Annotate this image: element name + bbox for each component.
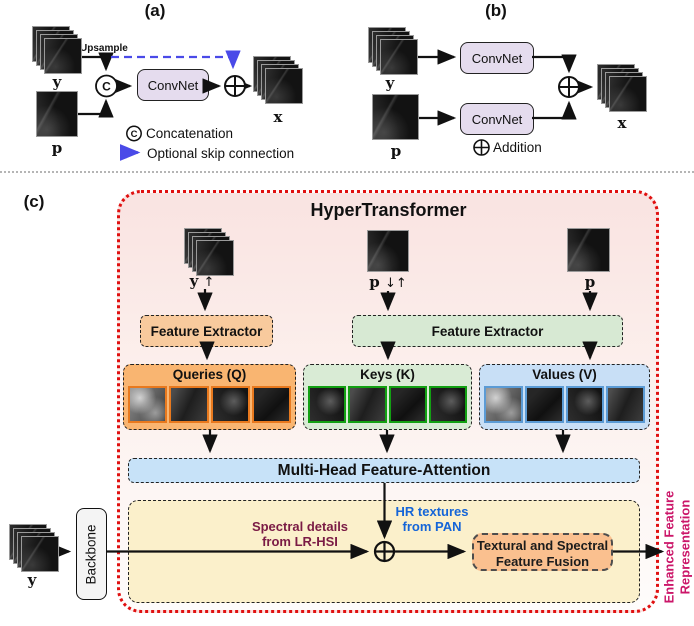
panel-a-title: (a) [144,1,166,20]
hsi-input-label-a: y [52,73,62,91]
values-box: Values (V) [479,364,650,430]
concat-node [95,74,118,98]
feature-map-tile [210,386,250,423]
values-label: Values (V) [532,367,597,382]
spectral-note-line2: from LR-HSI [262,534,338,549]
hr-note-line2: from PAN [402,519,462,534]
arrow-y-to-concat [82,52,114,72]
y-symbol: y [189,272,199,290]
downup-pan-label: p ↓↑ [358,273,418,291]
queries-box: Queries (Q) [123,364,296,430]
spectral-note-line1: Spectral details [251,519,349,534]
output-label-b: x [617,114,627,132]
legend-skip-arrow-icon [119,144,141,161]
skip-connection-dashed [111,50,241,70]
feature-map-tile [128,386,168,423]
legend-concat-icon [126,125,142,142]
pan-input-label-a: p [51,139,63,157]
panel-divider [0,171,694,173]
hsi-input-stack-c [9,524,59,572]
addition-node-a [224,75,246,97]
feature-map-tile [565,386,605,423]
downup-pan-image [367,230,409,272]
feature-extractor-hsi: Feature Extractor [140,315,273,347]
feature-map-tile [484,386,523,423]
p-symbol: p [369,273,380,291]
feature-map-tile [251,386,291,423]
spectral-note: Spectral details from LR-HSI [228,519,372,549]
addition-node-b [558,76,580,98]
hr-textures-note: HR textures from PAN [389,504,475,534]
upsample-label: Upsample [80,43,128,54]
feature-map-tile [428,386,467,423]
feature-map-tile [524,386,564,423]
legend-addition-icon [473,139,490,156]
convnet-box-a: ConvNet [137,69,209,101]
backbone-box: Backbone [76,508,107,600]
pan-input-label-b: p [390,142,402,160]
queries-feature-maps [128,386,291,423]
fusion-line1: Textural and Spectral [476,538,609,553]
feature-map-tile [388,386,427,423]
legend-addition: Addition [493,140,542,155]
hsi-input-stack-a [32,26,82,74]
legend-concatenation: Concatenation [146,126,234,141]
queries-label: Queries (Q) [172,367,247,382]
concat-node-symbol: C [102,80,111,94]
hr-note-line1: HR textures [395,504,469,519]
output-stack-a [253,56,303,104]
legend-concat-symbol: C [131,129,138,140]
pan-image-c [567,228,610,272]
enhanced-feature-note: Enhanced Feature Representation [662,482,694,613]
panel-b-title: (b) [485,1,507,20]
arrow-convnet-top-to-add [532,54,577,74]
backbone-label: Backbone [84,523,100,585]
feature-map-tile [308,386,347,423]
up-arrow-glyph: ↑ [203,275,215,290]
pan-input-image-a [36,91,78,137]
convnet-box-b-top: ConvNet [460,42,534,74]
attention-box: Multi-Head Feature-Attention [128,458,640,483]
feature-map-tile [169,386,209,423]
hypertransformer-title: HyperTransformer [310,200,467,220]
values-feature-maps [484,386,645,423]
feature-map-tile [606,386,645,423]
output-label-a: x [273,108,283,126]
hsi-input-label-c: y [27,571,37,589]
arrow-p-to-concat [78,98,114,118]
arrow-convnet-bottom-to-add [532,100,577,120]
upsampled-hsi-stack [184,228,234,276]
legend-skip-connection: Optional skip connection [147,146,295,161]
fusion-box: Textural and Spectral Feature Fusion [472,533,613,571]
upsampled-hsi-label: y ↑ [176,272,228,290]
fusion-line2: Feature Fusion [495,554,590,569]
pan-input-image-b [372,94,419,140]
downup-arrow-glyphs: ↓↑ [384,276,407,291]
keys-feature-maps [308,386,467,423]
hsi-input-label-b: y [385,74,395,92]
convnet-box-b-bottom: ConvNet [460,103,534,135]
pan-label-c: p [584,273,596,291]
panel-c-title: (c) [23,192,45,211]
keys-box: Keys (K) [303,364,472,430]
feature-map-tile [348,386,387,423]
hsi-input-stack-b [368,27,418,75]
output-stack-b [597,64,647,112]
keys-label: Keys (K) [360,367,415,382]
feature-extractor-pan: Feature Extractor [352,315,623,347]
enhanced-line2: Representation [677,499,693,595]
enhanced-line1: Enhanced Feature [661,490,677,604]
